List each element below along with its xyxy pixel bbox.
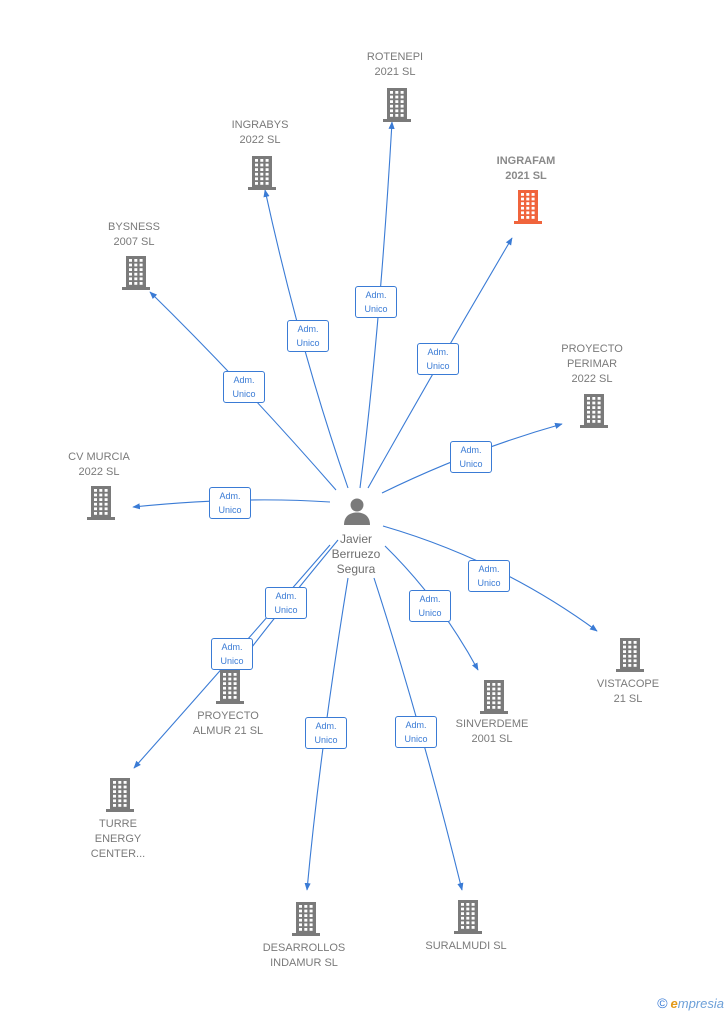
building-icon-bysness[interactable] bbox=[120, 254, 152, 292]
edge-label-ingrabys[interactable]: Adm. Unico bbox=[287, 320, 329, 352]
node-label-proyecto-perimar[interactable]: PROYECTO PERIMAR 2022 SL bbox=[561, 343, 623, 385]
building-icon-turre-energy[interactable] bbox=[104, 776, 136, 814]
edge-label-bysness[interactable]: Adm. Unico bbox=[223, 371, 265, 403]
node-label-ingrabys[interactable]: INGRABYS 2022 SL bbox=[231, 119, 289, 146]
node-label-proyecto-almur[interactable]: PROYECTO ALMUR 21 SL bbox=[192, 710, 264, 737]
building-icon-rotenepi[interactable] bbox=[381, 86, 413, 124]
node-label-desarrollos-indamur[interactable]: DESARROLLOS INDAMUR SL bbox=[262, 942, 346, 969]
copyright-icon: © bbox=[657, 995, 668, 1011]
edge-label-desarrollos-indamur[interactable]: Adm. Unico bbox=[305, 717, 347, 749]
building-icon-ingrafam[interactable] bbox=[512, 188, 544, 226]
edge-label-sinverdeme[interactable]: Adm. Unico bbox=[409, 590, 451, 622]
center-person-name[interactable]: Javier Berruezo Segura bbox=[331, 532, 381, 576]
building-icon-suralmudi[interactable] bbox=[452, 898, 484, 936]
edge-label-suralmudi[interactable]: Adm. Unico bbox=[395, 716, 437, 748]
building-icon-desarrollos-indamur[interactable] bbox=[290, 900, 322, 938]
building-icon-ingrabys[interactable] bbox=[246, 154, 278, 192]
brand-initial: e bbox=[670, 996, 678, 1011]
edge-label-cv-murcia[interactable]: Adm. Unico bbox=[209, 487, 251, 519]
edge-label-proyecto-perimar[interactable]: Adm. Unico bbox=[450, 441, 492, 473]
person-icon[interactable] bbox=[342, 496, 372, 526]
node-label-suralmudi[interactable]: SURALMUDI SL bbox=[425, 940, 507, 952]
edge-label-turre-energy[interactable]: Adm. Unico bbox=[211, 638, 253, 670]
edge-label-rotenepi[interactable]: Adm. Unico bbox=[355, 286, 397, 318]
empresia-brand[interactable]: ©empresia bbox=[657, 995, 724, 1011]
building-icon-proyecto-almur[interactable] bbox=[214, 668, 246, 706]
building-icon-proyecto-perimar[interactable] bbox=[578, 392, 610, 430]
node-label-sinverdeme[interactable]: SINVERDEME 2001 SL bbox=[455, 718, 529, 745]
edge-label-vistacope[interactable]: Adm. Unico bbox=[468, 560, 510, 592]
edge-label-proyecto-almur[interactable]: Adm. Unico bbox=[265, 587, 307, 619]
node-label-turre-energy[interactable]: TURRE ENERGY CENTER... bbox=[90, 818, 146, 860]
node-label-bysness[interactable]: BYSNESS 2007 SL bbox=[108, 221, 160, 248]
building-icon-cv-murcia[interactable] bbox=[85, 484, 117, 522]
node-label-rotenepi[interactable]: ROTENEPI 2021 SL bbox=[366, 51, 424, 78]
building-icon-vistacope[interactable] bbox=[614, 636, 646, 674]
brand-name: mpresia bbox=[677, 996, 724, 1011]
node-label-ingrafam[interactable]: INGRAFAM 2021 SL bbox=[496, 155, 556, 182]
node-label-cv-murcia[interactable]: CV MURCIA 2022 SL bbox=[68, 451, 130, 478]
edge-label-ingrafam[interactable]: Adm. Unico bbox=[417, 343, 459, 375]
node-label-vistacope[interactable]: VISTACOPE 21 SL bbox=[596, 678, 660, 705]
building-icon-sinverdeme[interactable] bbox=[478, 678, 510, 716]
